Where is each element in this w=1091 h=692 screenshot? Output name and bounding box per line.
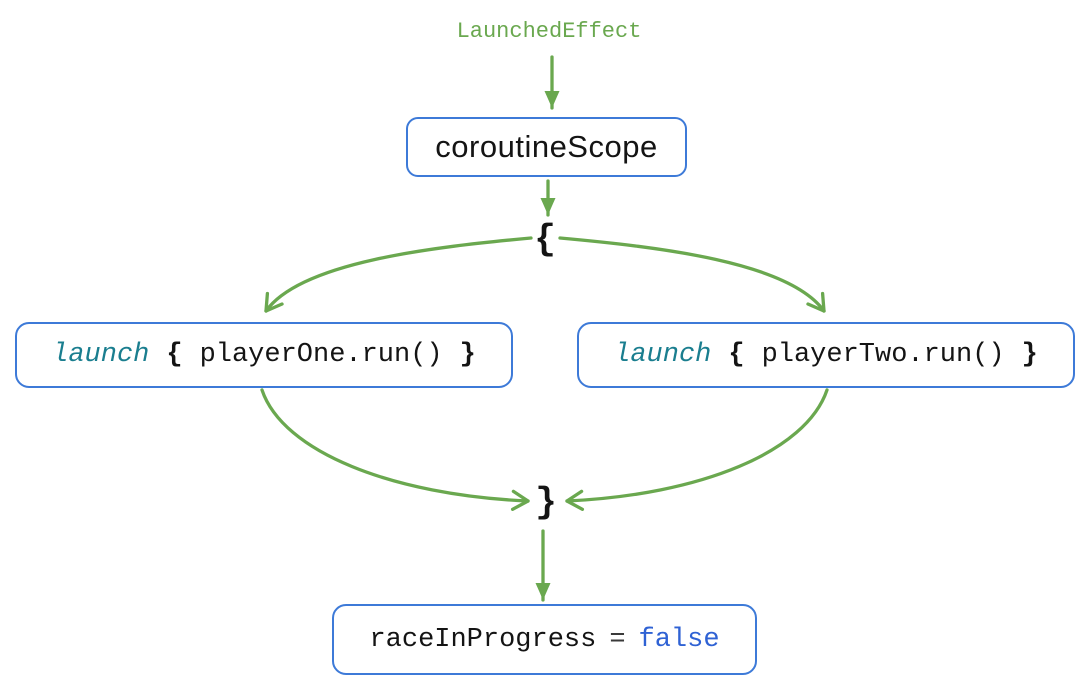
launch-keyword: launch [614,340,712,370]
node-race-in-progress: raceInProgress = false [332,604,757,675]
node-launch-player-one: launch { playerOne.run() } [15,322,513,388]
curve-branch-two-to-close-brace [565,388,829,511]
launch-keyword: launch [52,340,150,370]
close-brace: } [1021,340,1038,370]
entry-label: LaunchedEffect [456,19,642,44]
branch-one-body: playerOne.run() [199,340,443,370]
block-close-brace: } [535,482,557,523]
curve-open-brace-to-branch-one [264,236,533,313]
result-variable: raceInProgress [369,624,597,655]
open-brace: { [728,340,745,370]
block-open-brace: { [534,219,556,260]
curve-open-brace-to-branch-two [558,236,826,313]
coroutine-scope-label: coroutineScope [435,129,658,164]
assignment-operator: = [609,624,626,655]
branch-two-body: playerTwo.run() [761,340,1005,370]
node-launch-player-two: launch { playerTwo.run() } [577,322,1075,388]
node-coroutine-scope: coroutineScope [406,117,687,177]
curve-branch-one-to-close-brace [260,388,530,511]
result-value: false [638,624,720,655]
open-brace: { [166,340,183,370]
close-brace: } [459,340,476,370]
